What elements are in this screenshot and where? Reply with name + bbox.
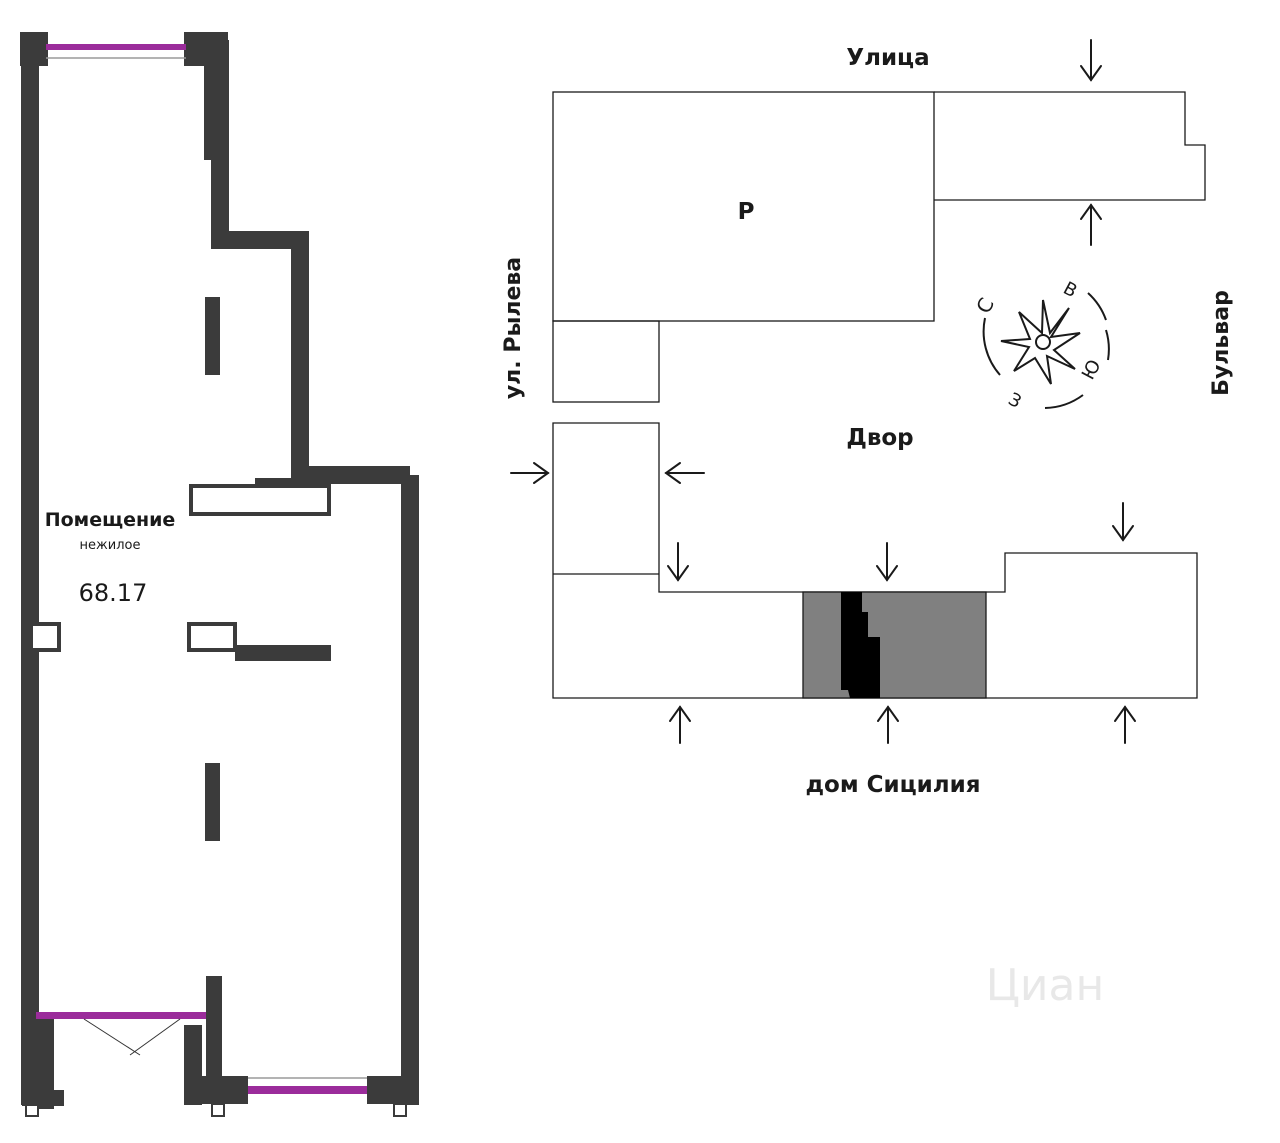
column-outline — [29, 622, 61, 652]
wall-stub — [211, 1103, 225, 1117]
arrow-up — [1114, 705, 1136, 744]
entrance-window — [36, 1012, 206, 1019]
compass-center — [1035, 334, 1051, 350]
wall-segment — [20, 32, 48, 66]
room-area: 68.17 — [79, 579, 148, 607]
compass-star-icon — [1000, 299, 1081, 385]
compass-north: С — [971, 294, 999, 318]
wall-segment — [184, 1076, 248, 1104]
partition — [205, 297, 220, 375]
room-title: Помещение — [45, 509, 176, 531]
room-subtitle: нежилое — [80, 538, 141, 553]
door-swing — [129, 1018, 181, 1056]
arrow-right — [510, 462, 550, 484]
compass-south: Ю — [1078, 356, 1106, 383]
compass-east: В — [1060, 278, 1081, 302]
street-right-label: Бульвар — [1209, 290, 1234, 396]
building-p-annex — [552, 320, 660, 403]
arrow-up — [877, 705, 899, 744]
wall-segment — [206, 976, 222, 1101]
arrow-down — [876, 542, 898, 582]
door-swing — [83, 1018, 141, 1056]
arrow-down — [1112, 502, 1134, 542]
exterior-wall — [21, 40, 419, 1105]
arrow-down — [1080, 39, 1102, 82]
entrance-arrows — [510, 39, 1136, 744]
partition — [235, 645, 331, 661]
building-p-label: Р — [738, 199, 755, 225]
arrow-left — [664, 462, 705, 484]
wall-segment — [38, 1019, 54, 1109]
wall-stub — [25, 1103, 39, 1117]
house-sicilia-block — [802, 591, 987, 699]
watermark: Циан — [986, 960, 1105, 1011]
arrow-down — [667, 542, 689, 582]
street-left-label: ул. Рылева — [501, 257, 526, 399]
wall-segment — [204, 60, 222, 160]
courtyard-label: Двор — [846, 425, 913, 451]
street-top-label: Улица — [846, 45, 929, 71]
building-top-right — [934, 91, 1206, 201]
compass-west: З — [1005, 389, 1025, 413]
column-outline — [187, 622, 237, 652]
beam-outline — [189, 484, 331, 516]
arrow-up — [669, 705, 691, 744]
wall-segment — [367, 1076, 411, 1104]
window-top — [46, 44, 186, 50]
floor-plan: Помещение нежилое 68.17 — [20, 32, 419, 1117]
house-name-label: дом Сицилия — [805, 772, 980, 798]
selected-unit-marker — [841, 592, 880, 698]
partition — [205, 763, 220, 841]
arrow-up — [1080, 203, 1102, 246]
wall-stub — [393, 1103, 407, 1117]
building-lower-left — [552, 422, 1198, 699]
window-bottom — [248, 1086, 367, 1094]
building-p — [552, 91, 935, 322]
compass-rose: С В Ю З — [971, 278, 1110, 413]
site-plan — [552, 91, 1206, 699]
compass-ring — [982, 292, 1110, 409]
wall-segment — [22, 1090, 64, 1106]
